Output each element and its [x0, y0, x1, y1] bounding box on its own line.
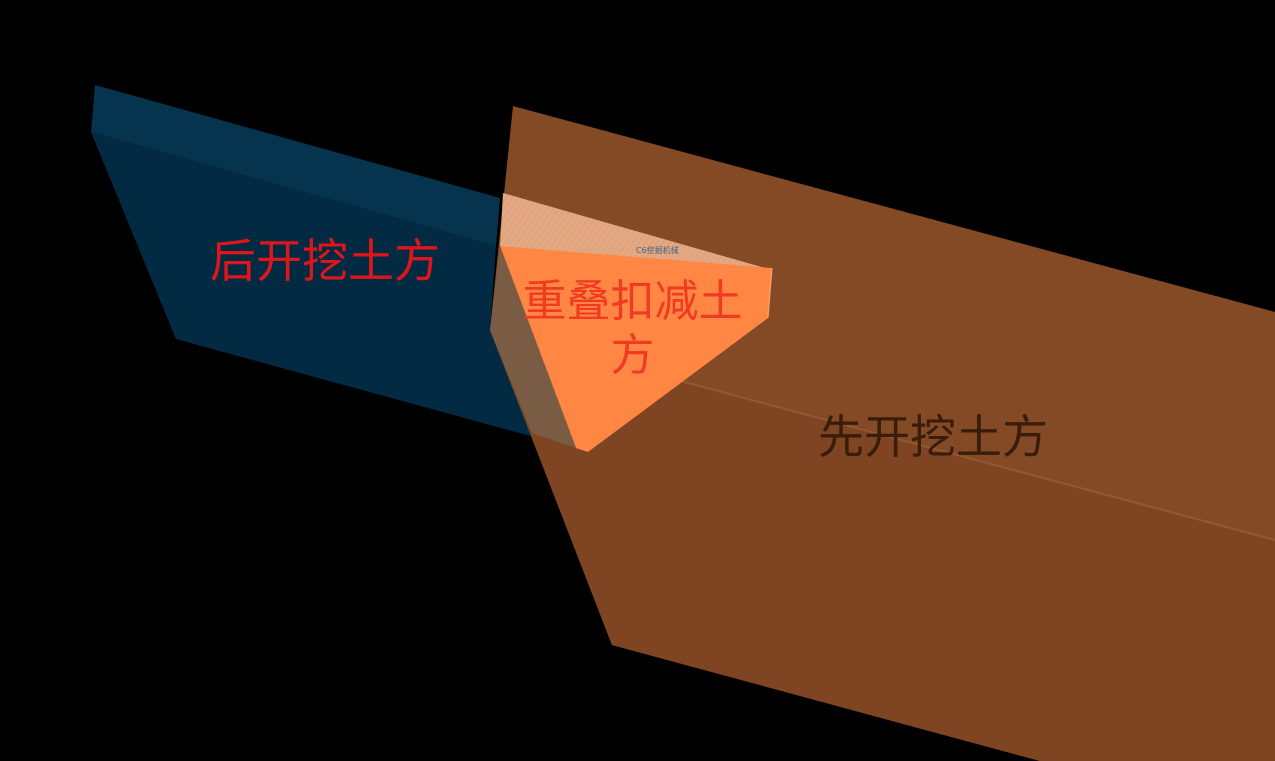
overlap-left-face	[490, 246, 576, 448]
overlap-deduction-label: 重叠扣减土方	[522, 276, 743, 381]
earlier-excavation-side-face	[490, 330, 1275, 761]
machine-label: C6挖掘机械	[636, 246, 679, 255]
overlap-deduction-volume	[490, 193, 773, 452]
overlap-right-edge	[767, 267, 773, 319]
overlap-front-face	[500, 246, 772, 452]
later-excavation-front-face	[91, 132, 545, 440]
later-excavation-volume	[91, 85, 545, 440]
later-excavation-label: 后开挖土方	[210, 234, 440, 288]
earlier-excavation-label: 先开挖土方	[818, 410, 1048, 464]
later-excavation-top-face	[91, 85, 500, 246]
overlap-top-hatch	[500, 193, 772, 282]
